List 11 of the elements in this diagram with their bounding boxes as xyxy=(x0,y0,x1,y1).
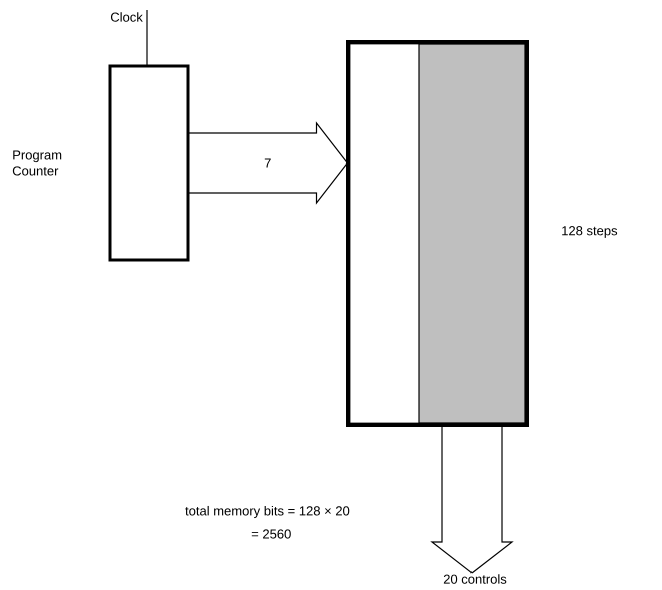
output-label: 20 controls xyxy=(444,574,506,584)
wide-arrow xyxy=(188,121,348,205)
clock-label: Clock xyxy=(110,12,143,22)
connector-line xyxy=(146,10,148,64)
address-column xyxy=(350,44,420,424)
shaded-column xyxy=(418,43,526,424)
heading-text: Program Counter xyxy=(12,150,62,176)
step-count-label: 128 steps xyxy=(562,226,618,238)
note-text: total memory bits = 128 × 20 xyxy=(185,506,350,518)
edge-label: 7 xyxy=(262,156,274,170)
note-text: = 2560 xyxy=(252,529,291,539)
